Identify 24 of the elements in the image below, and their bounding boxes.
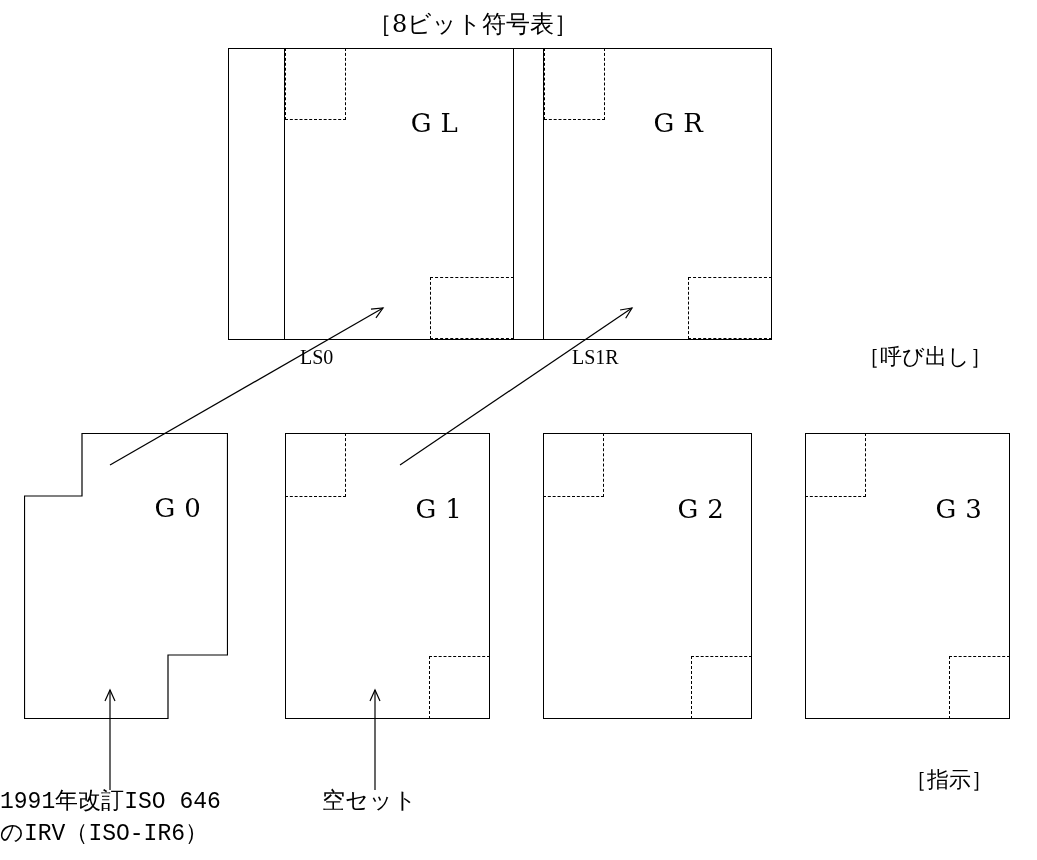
graphic-set-area <box>284 48 514 340</box>
set-label: G1 <box>415 493 471 526</box>
arrow <box>104 689 116 791</box>
set-label: G3 <box>935 493 991 526</box>
set-label: G2 <box>677 493 733 526</box>
title: ［8ビット符号表］ <box>368 9 579 40</box>
graphic-set-box <box>543 433 752 719</box>
section-label: ［指示］ <box>905 766 993 794</box>
code-table-frame <box>228 48 772 340</box>
note-text: 1991年改訂ISO 646 のIRV（ISO-IR6） <box>0 786 246 856</box>
edge-label: LS1R <box>572 345 619 370</box>
graphic-set-box <box>24 433 228 719</box>
section-label: ［呼び出し］ <box>858 343 992 371</box>
set-label: GL <box>410 107 467 140</box>
arrow <box>399 307 633 466</box>
set-label: G0 <box>154 492 210 525</box>
graphic-set-box <box>805 433 1010 719</box>
set-label: GR <box>653 107 712 140</box>
edge-label: LS0 <box>300 345 334 370</box>
graphic-set-box <box>285 433 490 719</box>
arrow <box>369 689 381 791</box>
note-text: 空セット <box>322 786 452 820</box>
graphic-set-area <box>543 48 772 340</box>
arrow <box>109 307 384 466</box>
